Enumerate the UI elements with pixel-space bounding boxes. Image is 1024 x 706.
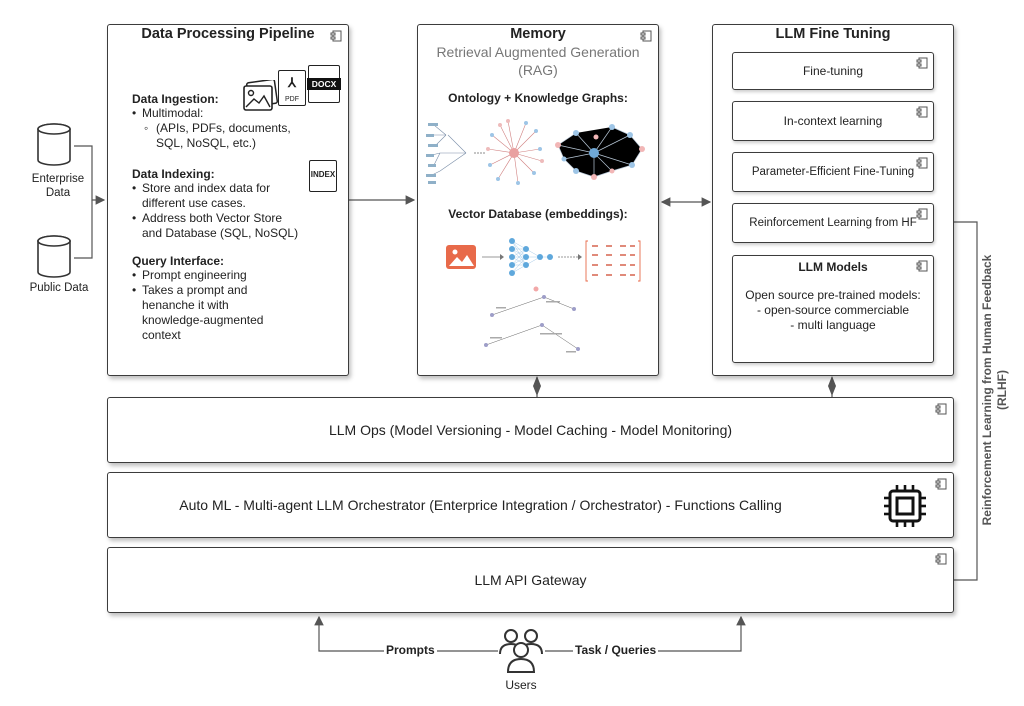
public-data-label: Public Data <box>29 282 89 294</box>
indexing-heading: Data Indexing: <box>132 167 215 181</box>
component-icon <box>330 30 342 42</box>
query-bullet: Prompt engineering <box>132 268 332 283</box>
ingestion-bullet: Multimodal: <box>132 106 342 121</box>
ingestion-heading: Data Ingestion: <box>132 92 219 106</box>
rlhf-feedback-arrow <box>933 217 978 581</box>
prompts-arrow <box>314 615 498 652</box>
llm-ops-layer: LLM Ops (Model Versioning - Model Cachin… <box>107 397 954 463</box>
pdf-icon: ⅄ PDF <box>278 70 306 106</box>
finetune-item: Fine-tuning <box>732 52 934 90</box>
prompts-label: Prompts <box>384 643 437 657</box>
component-icon <box>935 478 947 490</box>
finetune-box: LLM Fine Tuning Fine-tuning In-context l… <box>712 24 954 376</box>
index-label: INDEX <box>310 170 336 179</box>
docx-icon: DOCX <box>307 65 341 103</box>
api-gateway-label: LLM API Gateway <box>474 572 587 588</box>
memory-box: Memory Retrieval Augmented Generation (R… <box>417 24 659 376</box>
memory-subtitle-rag: (RAG) <box>518 62 558 78</box>
vector-heading: Vector Database (embeddings): <box>448 207 628 221</box>
memory-ops-diamond <box>533 376 541 396</box>
component-icon <box>916 106 928 118</box>
tasks-label: Task / Queries <box>573 643 659 657</box>
vector-db-illustration <box>446 238 641 353</box>
database-icon <box>37 123 71 166</box>
public-connector <box>74 200 93 259</box>
ingestion-sub-bullet: (APIs, PDFs, documents, SQL, NoSQL, etc.… <box>132 121 342 151</box>
llm-ops-label: LLM Ops (Model Versioning - Model Cachin… <box>328 422 733 438</box>
automl-layer: Auto ML - Multi-agent LLM Orchestrator (… <box>107 472 954 538</box>
enterprise-connector <box>74 145 106 205</box>
rlhf-label: Reinforcement Learning from Human Feedba… <box>980 240 1010 540</box>
index-icon: INDEX <box>309 160 337 192</box>
pdf-label: PDF <box>285 96 299 103</box>
ontology-heading: Ontology + Knowledge Graphs: <box>448 91 628 105</box>
pipeline-title: Data Processing Pipeline <box>141 26 315 42</box>
enterprise-data <box>22 122 86 173</box>
memory-subtitle: Retrieval Augmented Generation <box>436 44 640 60</box>
llm-models-title: LLM Models <box>798 260 868 274</box>
public-data <box>22 234 86 285</box>
users-label: Users <box>505 678 537 692</box>
pipeline-box: Data Processing Pipeline ⅄ PDF DOCX INDE… <box>107 24 349 376</box>
component-icon <box>640 30 652 42</box>
component-icon <box>916 57 928 69</box>
llm-models-line: - open-source commerciable <box>756 303 910 317</box>
api-gateway-layer: LLM API Gateway <box>107 547 954 613</box>
finetune-item: In-context learning <box>732 101 934 141</box>
finetune-item: Parameter-Efficient Fine-Tuning <box>732 152 934 192</box>
llm-models-line: Open source pre-trained models: <box>745 288 921 302</box>
enterprise-data-label: Enterprise Data <box>31 173 85 199</box>
component-icon <box>916 260 928 272</box>
llm-models-box: LLM Models Open source pre-trained model… <box>732 255 934 363</box>
component-icon <box>916 208 928 220</box>
cpu-chip-icon <box>884 485 926 527</box>
database-icon <box>37 235 71 278</box>
query-heading: Query Interface: <box>132 254 225 268</box>
finetune-title: LLM Fine Tuning <box>775 26 891 42</box>
component-icon <box>916 157 928 169</box>
knowledge-graph-illustration <box>426 119 645 185</box>
users-icon <box>499 629 543 673</box>
docx-label: DOCX <box>307 78 341 90</box>
llm-models-line: - multi language <box>790 318 876 332</box>
component-icon <box>935 553 947 565</box>
automl-label: Auto ML - Multi-agent LLM Orchestrator (… <box>179 497 782 513</box>
finetune-item: Reinforcement Learning from HF <box>732 203 934 243</box>
component-icon <box>935 403 947 415</box>
finetune-ops-diamond <box>828 376 836 396</box>
memory-title: Memory <box>510 26 566 42</box>
